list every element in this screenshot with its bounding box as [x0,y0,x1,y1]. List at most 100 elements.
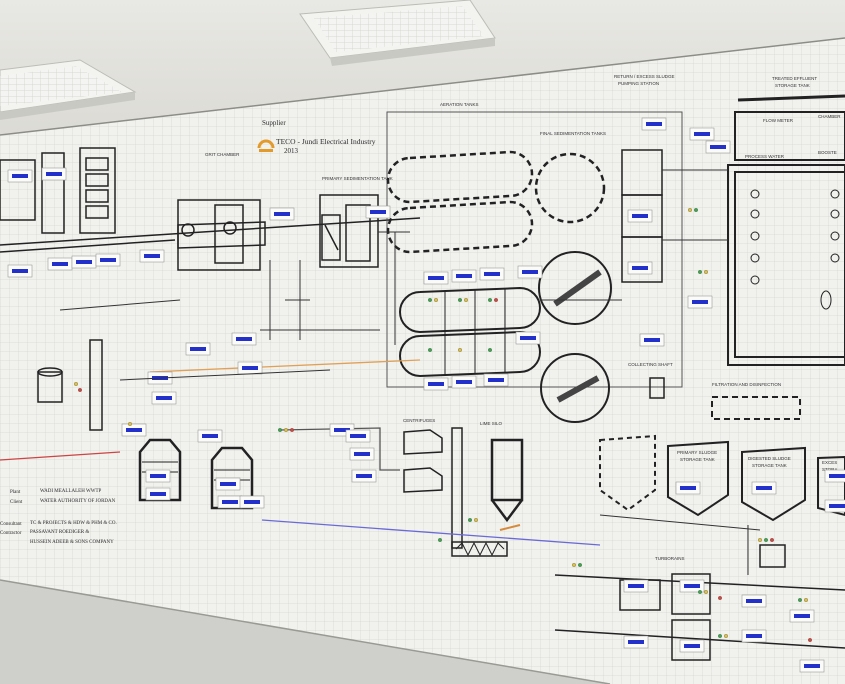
display-screen [804,664,820,668]
aeration-frame [386,111,683,388]
display-screen [52,262,68,266]
return-sludge-label-2: PUMPING STATION [618,81,659,86]
display-screen [684,584,700,588]
colored-pipelines [0,359,601,546]
status-lamp [758,538,762,542]
contractor-value-2: HUSSEIN ADEEB & SONS COMPANY [30,540,114,545]
dashed-tanks [386,150,606,254]
display-screen [632,266,648,270]
treated-effluent-label-2: STORAGE TANK [775,83,810,88]
interconnect-lines [59,169,761,575]
display-screen [12,269,28,273]
display-screen [244,500,260,504]
status-lamp [458,348,462,352]
sludge-storage [599,434,845,522]
excess-label-1: EXCES [822,460,837,465]
display-screen [520,336,536,340]
status-lamp [474,518,478,522]
status-lamp [798,598,802,602]
display-screen [334,428,350,432]
primary-sludge-label-2: STORAGE TANK [680,457,715,462]
supplier-year: 2013 [284,147,299,155]
grit-chamber: GRIT CHAMBER [177,152,266,271]
turbo-rains-label: TURBORAINS [655,556,685,561]
display-screen [76,260,92,264]
display-screen [484,272,500,276]
lime-silo-label: LIME SILO [480,421,503,426]
display-screen [628,640,644,644]
status-lamp [764,538,768,542]
chamber-label: CHAMBER [818,114,841,119]
plant-label: Plant [10,490,21,495]
display-screen [694,132,710,136]
status-lamp [698,590,702,594]
display-screen [756,486,772,490]
client-label: Client [10,500,23,505]
display-screen [684,644,700,648]
status-lamp [438,538,442,542]
teco-logo [257,139,275,152]
display-screen [829,474,845,478]
filtration-dashed [711,396,801,420]
display-screen [488,378,504,382]
display-screen [100,258,116,262]
display-screen [150,492,166,496]
supplier-heading: Supplier [262,119,286,127]
display-screen [126,428,142,432]
status-lamp [578,563,582,567]
status-lamp [284,428,288,432]
display-screen [190,347,206,351]
final-sedimentation-label: FINAL SEDIMENTATION TANKS [540,131,606,136]
status-lamps [74,208,812,642]
status-lamp [428,348,432,352]
display-screen [456,274,472,278]
client-value: WATER AUTHORITY OF JORDAN [40,499,116,504]
display-screen [46,172,62,176]
display-screen [829,504,845,508]
display-screen [150,474,166,478]
gas-holder [37,339,103,431]
status-lamp [428,298,432,302]
status-lamp [572,563,576,567]
display-screen [746,634,762,638]
display-screen [710,145,726,149]
contractor-value-1: PASSAVANT ROEDIGER & [30,530,89,535]
digested-sludge-label-2: STORAGE TANK [752,463,787,468]
display-screen [274,212,290,216]
return-sludge-label-1: RETURN / EXCESS SLUDGE [614,74,675,79]
treated-effluent-label-1: TREATED EFFLUENT [772,76,817,81]
display-screen [794,614,810,618]
display-screen [354,452,370,456]
process-water-label: PROCESS WATER [745,154,785,159]
supplier-block: Supplier TECO - Jundi Electrical Industr… [257,119,376,155]
collecting-shaft-label: COLLECTING SHAFT [628,362,673,367]
display-screen [12,174,28,178]
status-lamp [704,590,708,594]
ceiling-light-right [299,0,496,66]
filtration-label: FILTRATION AND DISINFECTION [712,382,781,387]
status-lamp [488,298,492,302]
status-lamp [458,298,462,302]
status-lamp [468,518,472,522]
status-lamp [290,428,294,432]
status-lamp [278,428,282,432]
display-screen [522,270,538,274]
display-screen [236,337,252,341]
status-lamp [694,208,698,212]
pump-symbols [750,189,840,310]
status-lamp [688,208,692,212]
display-screen [350,434,366,438]
booster-label: BOOSTE [818,150,837,155]
status-lamp [808,638,812,642]
status-lamp [78,388,82,392]
indicator-displays [7,117,845,673]
display-screen [692,300,708,304]
status-lamp [74,382,78,386]
digested-sludge-label-1: DIGESTED SLUDGE [748,456,791,461]
display-screen [202,434,218,438]
plant-value: WADI MEALLALEH WWTP [40,489,102,494]
flow-meter-label: FLOW METER [763,118,794,123]
status-lamp [804,598,808,602]
display-screen [222,500,238,504]
